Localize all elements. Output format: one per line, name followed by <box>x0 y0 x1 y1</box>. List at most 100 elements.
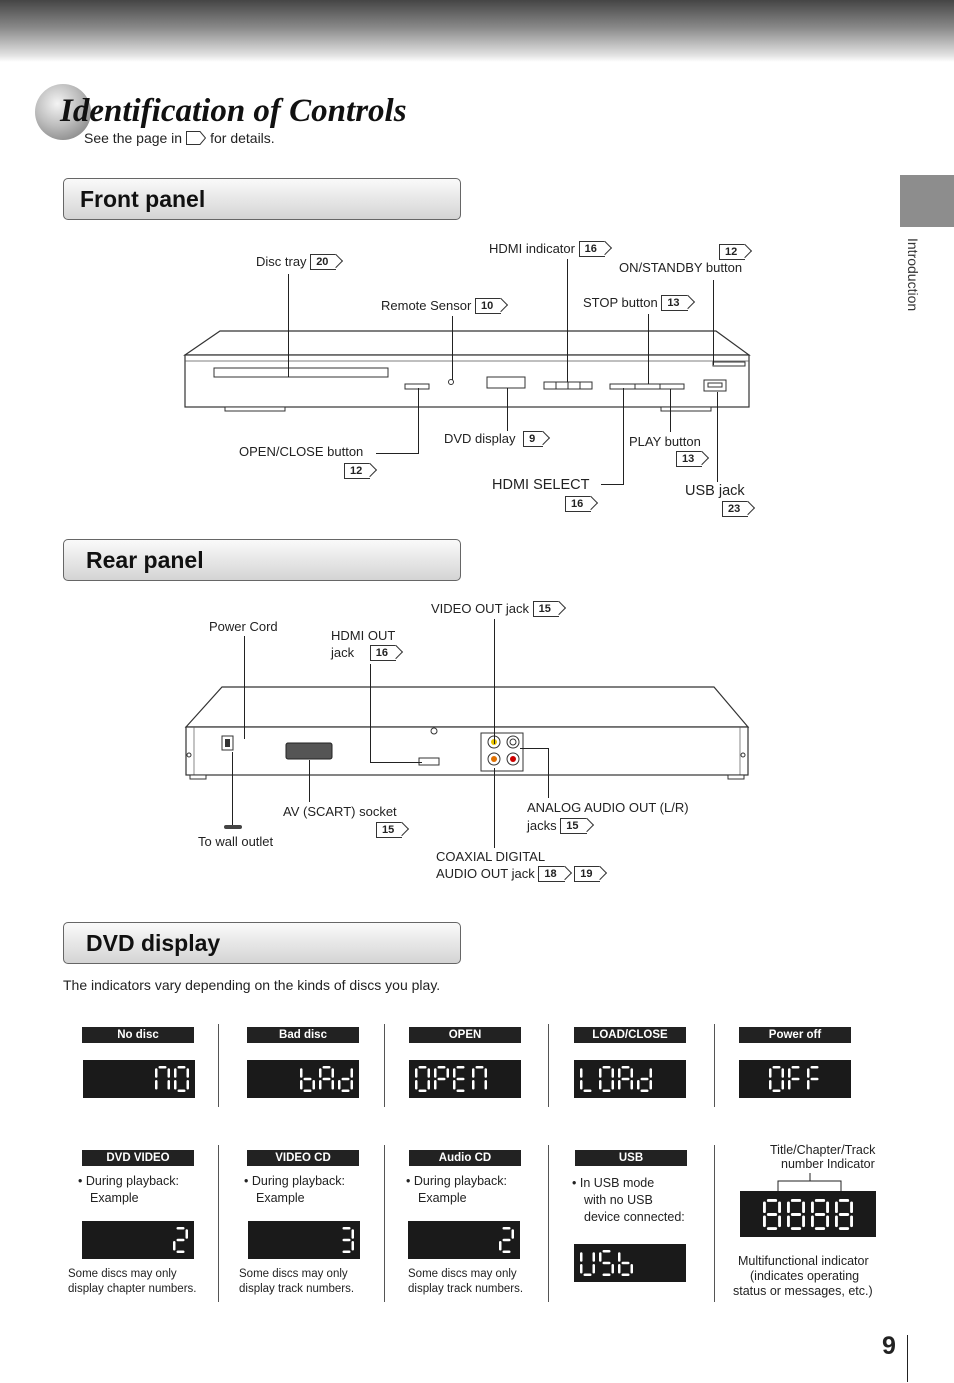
indicator-label: USB <box>575 1150 687 1166</box>
ref-badge: 15 <box>376 822 403 838</box>
front-panel-header: Front panel <box>63 178 461 220</box>
indicator-caption: display chapter numbers. <box>68 1283 197 1295</box>
ref-badge: 16 <box>565 496 592 512</box>
segment-digit <box>155 1066 170 1090</box>
leader-hdmi-select-v <box>623 388 624 485</box>
label-power-cord: Power Cord <box>209 619 278 634</box>
label-coaxial-jack: AUDIO OUT jack 18 19 <box>436 866 601 882</box>
separator <box>384 1024 385 1107</box>
label-text: Remote Sensor <box>381 298 472 313</box>
ref-badge: 16 <box>369 645 396 661</box>
segment-display <box>574 1244 686 1282</box>
indicator-note: • During playback: <box>406 1174 507 1188</box>
rear-panel-title: Rear panel <box>86 547 204 573</box>
ref-usb-jack: 23 <box>722 501 749 517</box>
indicator-video-cd: VIDEO CD • During playback: Example Some… <box>239 1150 360 1300</box>
indicator-bad-disc: Bad disc <box>247 1027 359 1099</box>
segment-digit <box>434 1066 449 1090</box>
top-gradient-bar <box>0 0 954 62</box>
label-hdmi-out-jack: jack 16 <box>331 645 396 661</box>
front-panel-title: Front panel <box>80 186 206 212</box>
indicator-load-close: LOAD/CLOSE <box>574 1027 686 1099</box>
indicator-label: No disc <box>82 1027 194 1043</box>
indicator-dvd-video: DVD VIDEO • During playback: Example Som… <box>68 1150 196 1300</box>
dvd-display-header: DVD display <box>63 922 461 964</box>
ref-badge: 15 <box>560 818 587 834</box>
label-hdmi-select: HDMI SELECT <box>492 477 590 493</box>
separator <box>218 1145 219 1302</box>
indicator-caption: Some discs may only <box>408 1268 517 1280</box>
indicator-label: LOAD/CLOSE <box>574 1027 686 1043</box>
indicator-note: • During playback: <box>244 1174 345 1188</box>
label-text: AUDIO OUT jack <box>436 866 535 881</box>
leader-coaxial <box>494 768 495 848</box>
indicator-note: Example <box>256 1191 305 1205</box>
ref-open-close: 12 <box>344 463 371 479</box>
indicator-audio-cd: Audio CD • During playback: Example Some… <box>406 1150 523 1300</box>
label-disc-tray: Disc tray 20 <box>256 254 337 270</box>
segment-digit <box>342 1227 354 1253</box>
label-open-close: OPEN/CLOSE button <box>239 444 364 459</box>
ref-badge: 9 <box>523 431 544 447</box>
page-title: Identification of Controls <box>60 93 407 129</box>
label-scart: AV (SCART) socket <box>283 804 397 819</box>
indicator-note: device connected: <box>584 1210 685 1224</box>
segment-digit <box>787 1066 799 1090</box>
label-text: HDMI indicator <box>489 241 575 256</box>
leader-dvd-display <box>507 388 508 431</box>
indicator-label: Bad disc <box>247 1027 359 1043</box>
multi-bottom-caption: status or messages, etc.) <box>733 1284 873 1298</box>
segment-display <box>409 1060 521 1098</box>
label-text: VIDEO OUT jack <box>431 601 530 616</box>
segment-digit <box>173 1227 188 1253</box>
label-usb-jack: USB jack <box>685 483 745 499</box>
ref-badge: 20 <box>310 254 337 270</box>
segment-digit <box>618 1252 633 1276</box>
dvd-display-title: DVD display <box>86 930 221 956</box>
ref-badge: 13 <box>661 295 688 311</box>
multi-bracket <box>777 1173 842 1191</box>
ref-hdmi-select: 16 <box>565 496 592 512</box>
segment-digit <box>768 1066 784 1092</box>
page-number-rule <box>907 1335 908 1382</box>
leader-hdmi-indicator <box>567 259 568 382</box>
ref-badge: 18 <box>538 866 565 882</box>
label-coaxial: COAXIAL DIGITAL <box>436 849 546 864</box>
segment-display <box>83 1060 195 1098</box>
separator <box>714 1145 715 1302</box>
plug-icon <box>224 825 242 829</box>
segment-display <box>739 1060 851 1098</box>
ref-badge: 13 <box>676 451 703 467</box>
label-text: DVD display <box>444 431 516 446</box>
separator <box>548 1145 549 1302</box>
segment-digit <box>599 1066 614 1092</box>
page-number: 9 <box>882 1332 896 1360</box>
ref-badge: 12 <box>344 463 371 479</box>
label-remote-sensor: Remote Sensor 10 <box>381 298 502 314</box>
segment-digit <box>499 1227 514 1253</box>
indicator-open: OPEN <box>409 1027 521 1099</box>
segment-digit <box>637 1068 652 1092</box>
segment-digit <box>319 1066 334 1090</box>
title-ornament <box>35 84 91 140</box>
segment-digit <box>174 1066 189 1092</box>
leader-video-out <box>494 619 495 744</box>
ref-badge: 23 <box>722 501 749 517</box>
indicator-label: Power off <box>739 1027 851 1043</box>
label-analog-audio: ANALOG AUDIO OUT (L/R) <box>527 800 689 815</box>
indicator-caption: display track numbers. <box>239 1283 355 1295</box>
segment-display <box>82 1221 194 1259</box>
segment-digit <box>472 1066 487 1090</box>
segment-display <box>740 1191 876 1237</box>
multi-bottom-caption: (indicates operating <box>750 1269 860 1283</box>
ref-badge: 16 <box>578 241 605 257</box>
segment-digit <box>618 1066 633 1090</box>
separator <box>218 1024 219 1107</box>
label-analog-jacks: jacks 15 <box>527 818 587 834</box>
rear-panel-illustration <box>184 686 750 780</box>
separator <box>384 1145 385 1302</box>
rear-panel-header: Rear panel <box>63 539 461 581</box>
segment-digit <box>415 1066 430 1092</box>
ref-badge: 15 <box>532 601 559 617</box>
segment-digit <box>300 1068 315 1092</box>
